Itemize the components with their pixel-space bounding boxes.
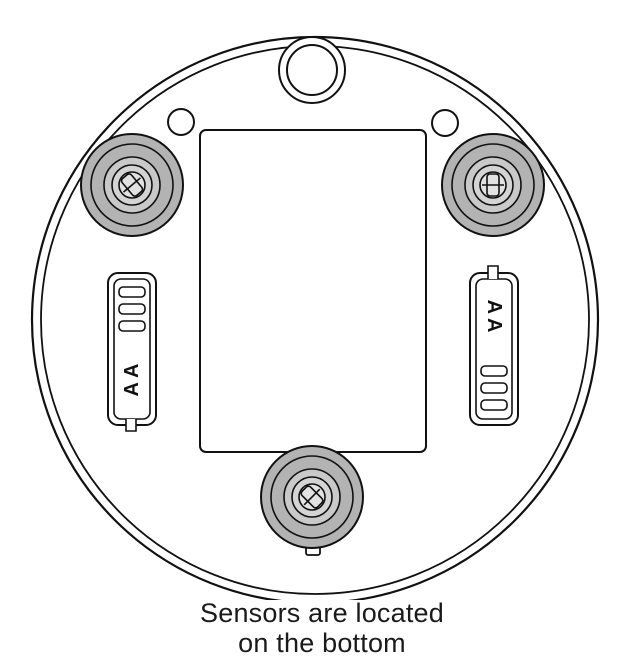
battery-indicator-bar — [118, 286, 146, 298]
battery-indicator-bar — [118, 303, 146, 315]
sensor-bottom — [260, 445, 364, 556]
sensor-top-left — [80, 133, 184, 237]
sensor-top-right — [441, 133, 545, 237]
device-bottom-diagram: AA AA — [30, 35, 600, 600]
battery-indicator-bar — [118, 320, 146, 332]
battery-indicator-bar — [480, 399, 508, 411]
top-post — [278, 36, 346, 104]
battery-label-left: AA — [121, 360, 143, 397]
center-panel — [199, 129, 427, 453]
caption-line-1: Sensors are located — [200, 598, 444, 628]
battery-indicator-bar — [480, 382, 508, 394]
small-hole-left — [167, 108, 195, 136]
battery-compartment-right: AA — [469, 265, 519, 426]
battery-compartment-left: AA — [107, 272, 157, 432]
small-hole-right — [431, 109, 459, 137]
battery-indicator-bar — [480, 365, 508, 377]
battery-label-right: AA — [483, 300, 505, 337]
caption-line-2: on the bottom — [238, 628, 406, 658]
